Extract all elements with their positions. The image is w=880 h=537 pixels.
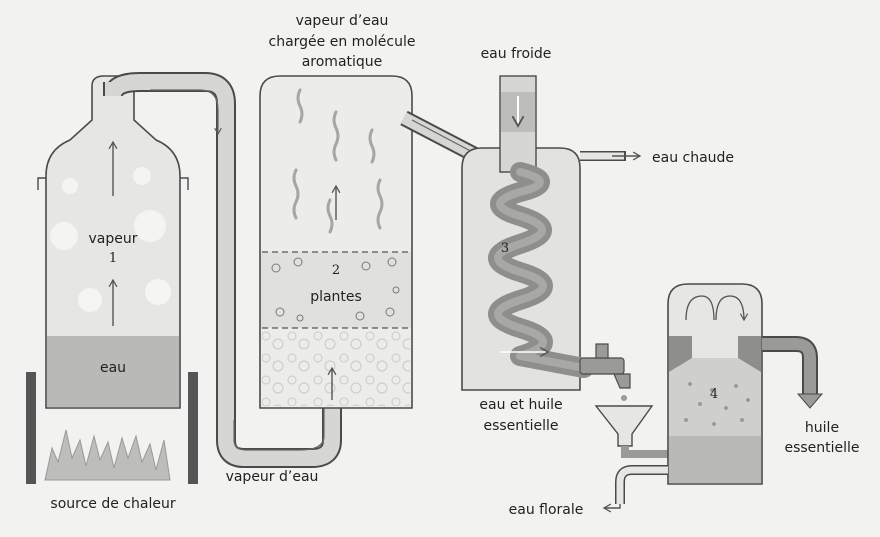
steam-flow-arrow-bottom: [233, 382, 328, 451]
boiler-handle-left: [37, 177, 46, 190]
number-boiler: 1: [109, 251, 117, 266]
label-plants: plantes: [310, 289, 362, 305]
separator-water-layer: [669, 436, 761, 483]
number-separator: 4: [710, 387, 718, 402]
label-hot-water: eau chaude: [652, 150, 734, 166]
label-heat-source: source de chaleur: [50, 496, 175, 512]
floral-water-arrow: [602, 503, 621, 513]
separator-particles: [684, 382, 750, 426]
steam-pipe-inner: [105, 74, 340, 466]
steam-flow-arrow-top: [150, 89, 222, 136]
tap-spout: [613, 373, 631, 389]
floral-water-outlet-inner: [616, 466, 668, 504]
label-water-oil-2: essentielle: [483, 418, 558, 434]
label-steam-aromatic-3: aromatique: [302, 54, 383, 70]
boiler-handle-right: [180, 177, 189, 190]
funnel-pipe: [621, 446, 668, 458]
funnel-body: [594, 405, 654, 447]
funnel: [594, 405, 668, 458]
heat-source-wall-left: [26, 372, 36, 484]
floral-water-outlet: [615, 465, 668, 504]
heat-source: [26, 372, 198, 484]
tap-handle: [595, 343, 609, 359]
label-water: eau: [100, 360, 126, 376]
steam-pipe: [103, 72, 342, 468]
oil-outlet-inner: [762, 338, 816, 396]
tap-icon: [579, 343, 631, 413]
condenser-coil-highlight: [494, 168, 588, 372]
condenser: [461, 75, 642, 391]
label-essential-oil-1: huile: [805, 420, 839, 436]
flower-icon: [271, 257, 400, 322]
number-condenser: 3: [501, 241, 509, 256]
label-floral-water: eau florale: [509, 502, 584, 518]
plant-layer: [261, 252, 411, 328]
boiler: [37, 75, 189, 409]
boiler-water: [47, 336, 179, 407]
vapor-wisps: [292, 88, 384, 234]
separator-oil-layer: [669, 358, 761, 436]
column-bubbles: [262, 330, 410, 406]
label-steam-aromatic-2: chargée en molécule: [269, 34, 416, 50]
label-steam-aromatic-1: vapeur d’eau: [296, 13, 389, 29]
oil-outlet-arrowhead: [796, 393, 824, 409]
label-vapor: vapeur: [89, 231, 138, 247]
separator: [602, 283, 824, 513]
plant-column: [259, 75, 413, 409]
label-essential-oil-2: essentielle: [784, 440, 859, 456]
heat-source-wall-right: [188, 372, 198, 484]
label-water-oil-1: eau et huile: [479, 397, 562, 413]
label-cold-water: eau froide: [481, 46, 552, 62]
flame-icon: [44, 429, 171, 481]
separator-top-arrows: [685, 295, 744, 320]
number-plant-chamber: 2: [332, 263, 340, 278]
tap-body: [579, 357, 625, 375]
label-water-vapor: vapeur d’eau: [226, 469, 319, 485]
transfer-flow-arrow: [411, 119, 481, 157]
drop-1: [621, 395, 627, 401]
bubble-icon: [50, 167, 171, 312]
